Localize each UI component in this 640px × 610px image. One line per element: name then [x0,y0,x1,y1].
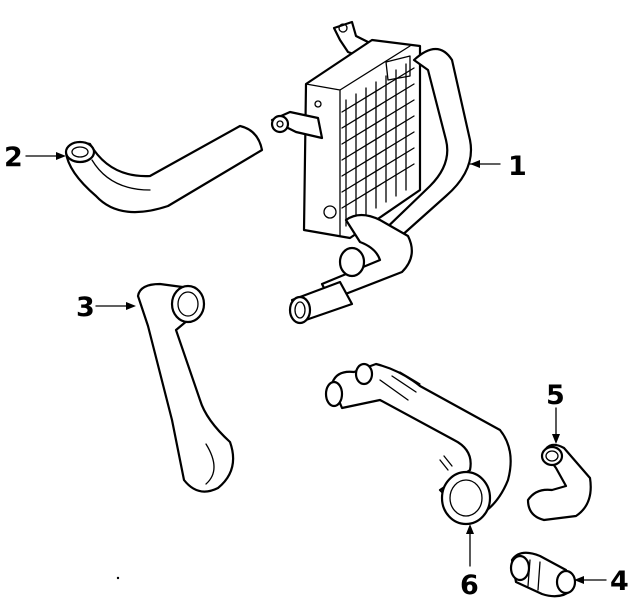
callout-1: 1 [508,151,527,182]
leader-lines [25,152,607,584]
long-hose [136,282,235,493]
small-elbow-hose [526,443,592,522]
intercooler-core-fins [341,63,415,227]
callout-3: 3 [76,292,95,323]
large-intake-pipe [324,362,512,526]
callout-5: 5 [546,380,565,411]
small-coupling [509,551,577,598]
upper-hose [64,124,264,214]
mounting-bracket [270,110,324,140]
callout-4: 4 [610,566,629,597]
callout-2: 2 [4,142,23,173]
callout-6: 6 [460,570,479,601]
intercooler-assembly [288,20,472,325]
